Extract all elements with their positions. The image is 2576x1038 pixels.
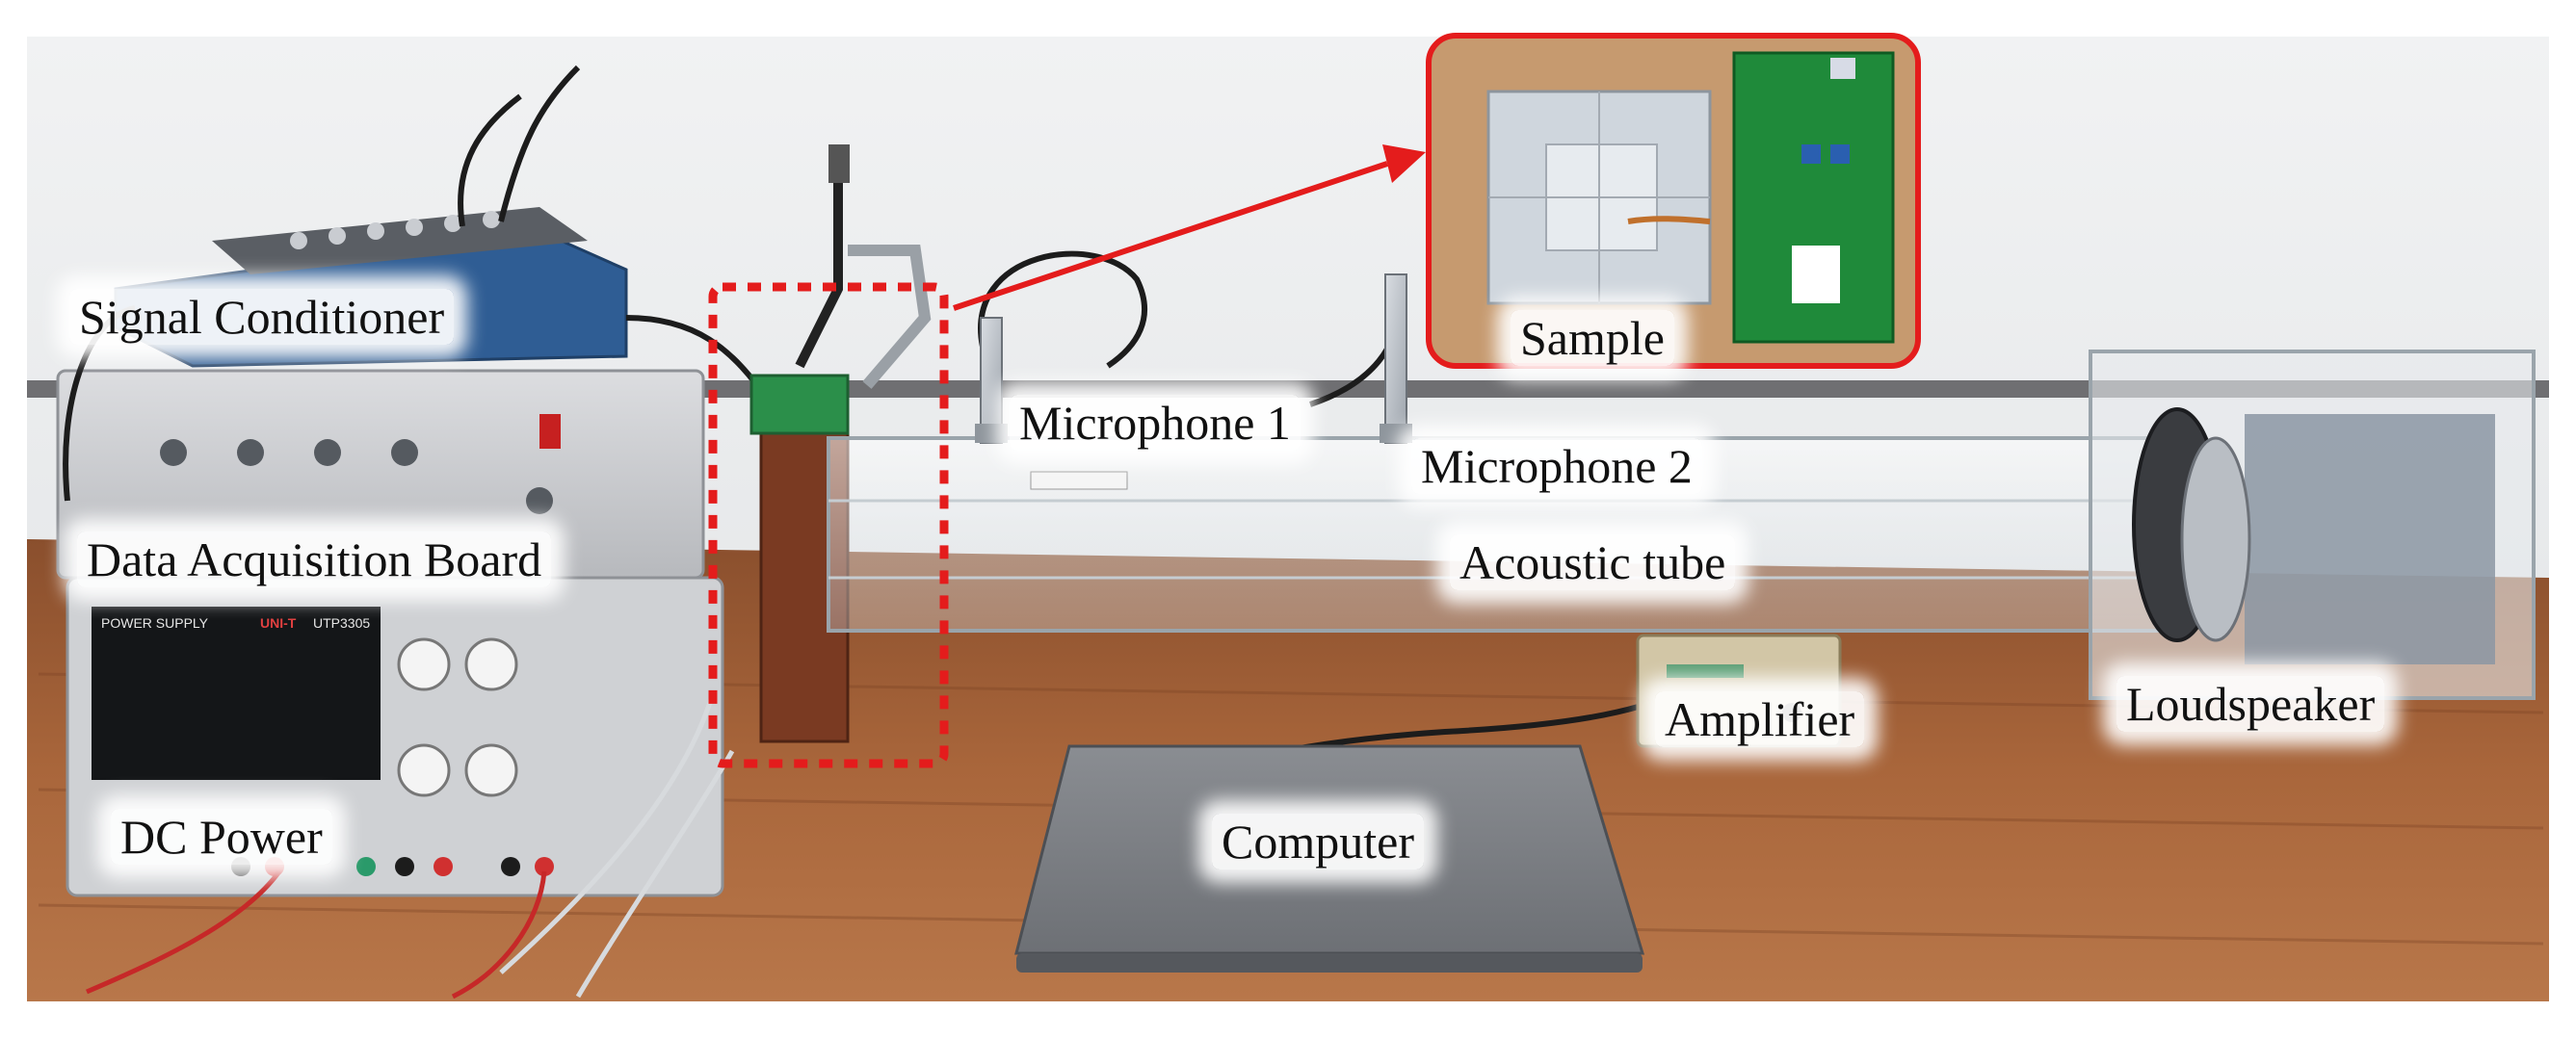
sample-inset (1426, 33, 1921, 369)
dc-power-label: DC Power (111, 809, 332, 865)
loudspeaker-box (2089, 350, 2536, 700)
power-supply: POWER SUPPLY UNI-T UTP3305 (66, 576, 724, 897)
computer-label: Computer (1212, 814, 1424, 869)
microphone-2-body (1380, 273, 1412, 444)
callout-arrow-head (1382, 144, 1426, 183)
acoustic-tube-label: Acoustic tube (1450, 534, 1736, 590)
signal-conditioner-label: Signal Conditioner (69, 289, 455, 345)
red-cables (86, 869, 547, 999)
callout-arrow-line (953, 161, 1388, 311)
power-supply-title: POWER SUPPLY (101, 615, 209, 631)
microphone-1-body (975, 317, 1008, 444)
microphone-2-label: Microphone 2 (1411, 438, 1702, 494)
power-supply-model: UTP3305 (313, 615, 370, 631)
amplifier-label: Amplifier (1655, 691, 1865, 747)
power-supply-brand: UNI-T (260, 615, 297, 631)
data-acquisition-board-label: Data Acquisition Board (77, 532, 552, 587)
loudspeaker-label: Loudspeaker (2116, 676, 2385, 732)
sample-label: Sample (1511, 310, 1674, 366)
sample-highlight-box (708, 282, 949, 768)
microphone-1-label: Microphone 1 (1010, 395, 1301, 451)
white-cables (499, 692, 735, 999)
